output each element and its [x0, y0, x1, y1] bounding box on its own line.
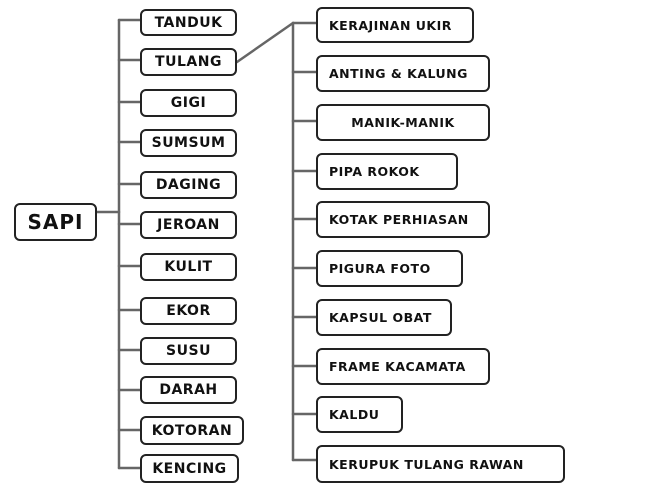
- product-node-pipa-rokok: PIPA ROKOK: [316, 153, 458, 190]
- part-node-daging: DAGING: [140, 171, 237, 199]
- part-node-gigi: GIGI: [140, 89, 237, 117]
- product-node-frame-kacamata: FRAME KACAMATA: [316, 348, 490, 385]
- connector-tulang-diagonal: [235, 21, 295, 64]
- product-node-anting-kalung: ANTING & KALUNG: [316, 55, 490, 92]
- product-node-kotak-perhiasan: KOTAK PERHIASAN: [316, 201, 490, 238]
- part-node-kotoran: KOTORAN: [140, 416, 244, 445]
- part-node-tanduk: TANDUK: [140, 9, 237, 36]
- part-node-susu: SUSU: [140, 337, 237, 365]
- product-node-kerupuk-tulang-rawan: KERUPUK TULANG RAWAN: [316, 445, 565, 483]
- part-node-ekor: EKOR: [140, 297, 237, 325]
- product-node-kerajinan-ukir: KERAJINAN UKIR: [316, 7, 474, 43]
- part-node-tulang: TULANG: [140, 48, 237, 76]
- product-node-kapsul-obat: KAPSUL OBAT: [316, 299, 452, 336]
- part-node-sumsum: SUMSUM: [140, 129, 237, 157]
- part-node-kulit: KULIT: [140, 253, 237, 281]
- part-node-kencing: KENCING: [140, 454, 239, 483]
- root-node-sapi: SAPI: [14, 203, 97, 241]
- product-node-kaldu: KALDU: [316, 396, 403, 433]
- part-node-darah: DARAH: [140, 376, 237, 404]
- part-node-jeroan: JEROAN: [140, 211, 237, 239]
- product-node-pigura-foto: PIGURA FOTO: [316, 250, 463, 287]
- product-node-manik-manik: MANIK-MANIK: [316, 104, 490, 141]
